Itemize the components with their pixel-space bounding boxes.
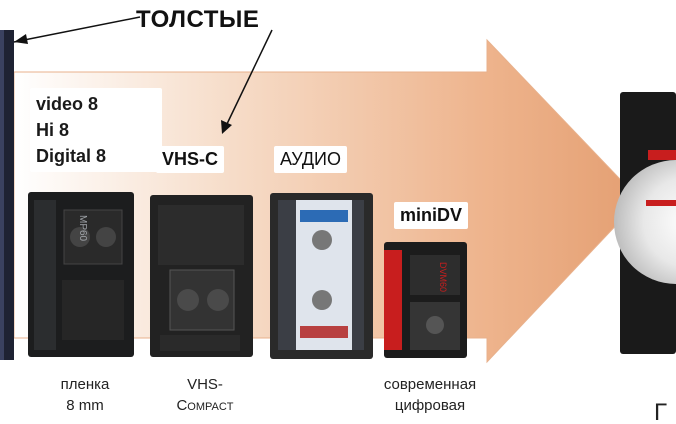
caption-film: пленка 8 mm xyxy=(40,374,130,416)
callout-line-down xyxy=(225,29,273,127)
tag-minidv: miniDV xyxy=(394,202,469,229)
callout-line-left xyxy=(13,16,141,43)
dvd-case xyxy=(614,92,676,354)
vhsc-cassette xyxy=(150,195,253,357)
callout-title: ТОЛСТЫЕ xyxy=(136,6,259,34)
partial-caption-glyph: Г xyxy=(654,399,667,424)
caption-film-line1: пленка xyxy=(60,376,110,393)
format-line: video 8 xyxy=(36,94,99,114)
format-line: Digital 8 xyxy=(36,146,107,166)
caption-modern-line2: цифровая xyxy=(394,397,466,414)
caption-vhs-line2: Compact xyxy=(176,397,234,414)
caption-vhs-line1: VHS- xyxy=(187,376,223,393)
minidv-cassette: DVM60 xyxy=(384,242,467,358)
tag-vhsc: VHS-C xyxy=(156,146,225,173)
minidv-cassette-label: DVM60 xyxy=(438,262,448,292)
callout-text: ТОЛСТЫЕ xyxy=(136,6,260,33)
video8-cassette-label: MP60 xyxy=(77,215,88,242)
format-group-label: video 8 Hi 8 Digital 8 xyxy=(30,88,162,172)
video8-cassette: MP60 xyxy=(28,192,134,357)
caption-modern-line1: современная xyxy=(383,376,477,393)
format-line: Hi 8 xyxy=(36,120,70,140)
caption-film-line2: 8 mm xyxy=(66,397,104,414)
caption-modern: современная цифровая xyxy=(360,374,500,416)
caption-vhs: VHS- Compact xyxy=(160,374,250,416)
audio-cassette xyxy=(270,193,373,359)
tag-audio: АУДИО xyxy=(274,146,347,173)
